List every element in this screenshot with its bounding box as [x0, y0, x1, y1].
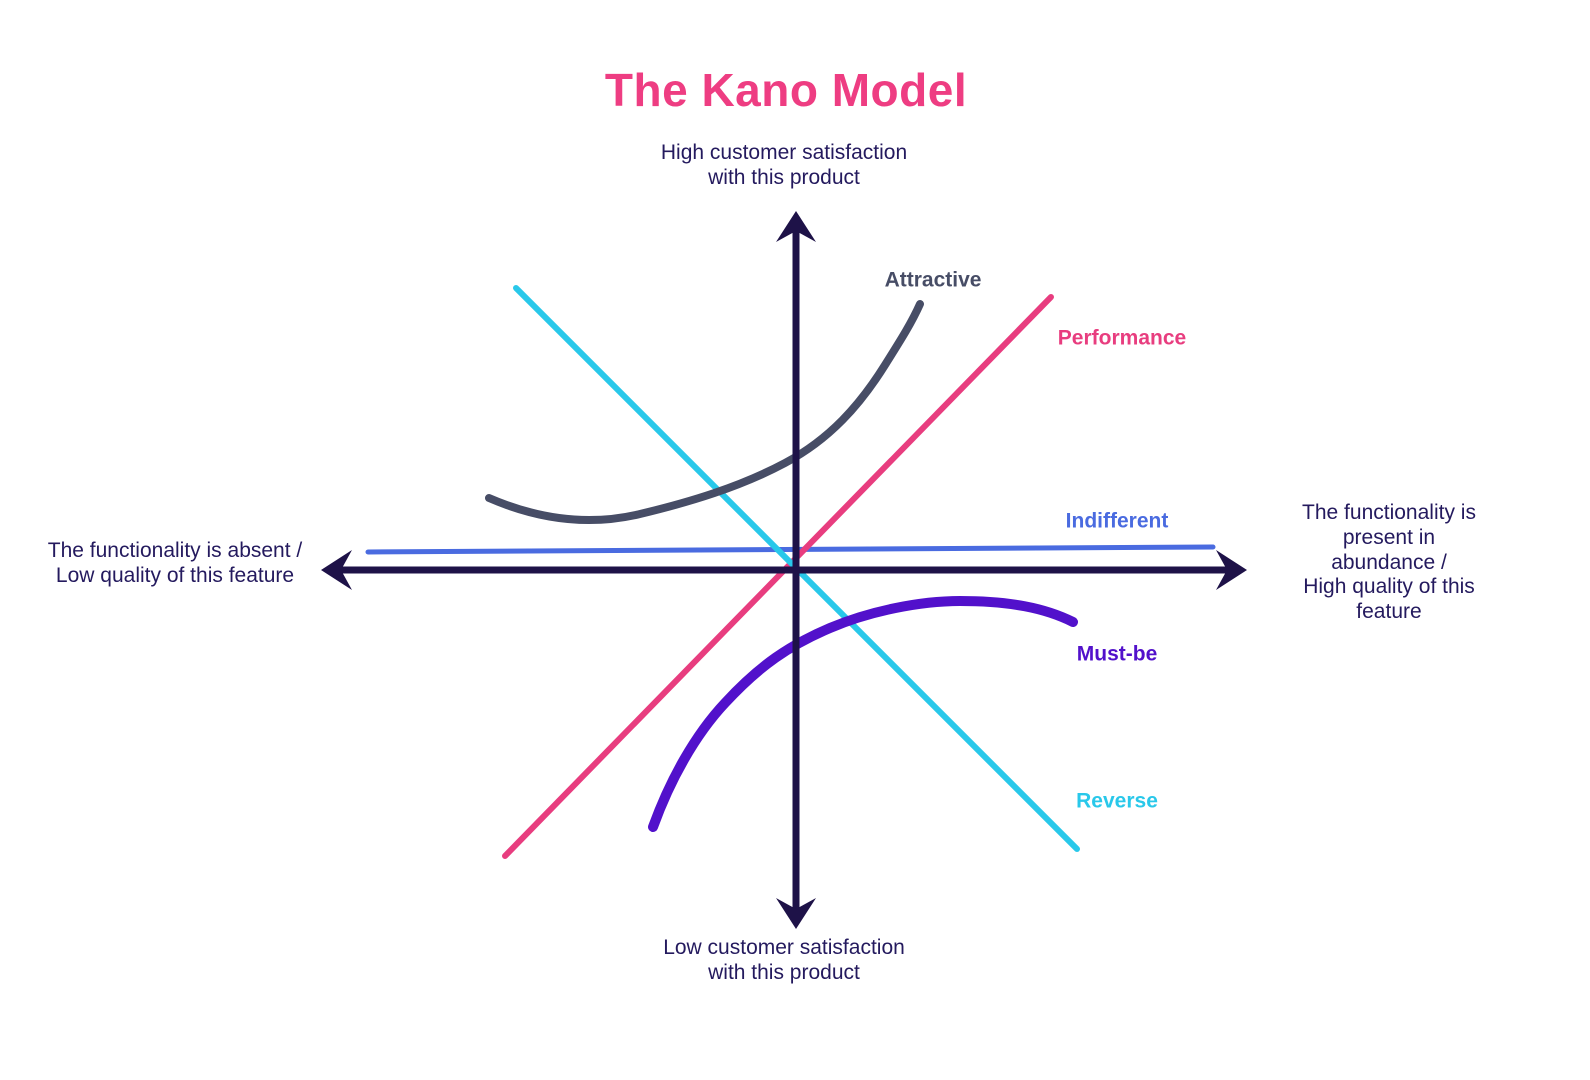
x-axis-right-label: The functionality is present in abundanc… [1302, 501, 1476, 624]
x-axis-arrow-right-icon [1216, 550, 1247, 590]
y-axis-top-label: High customer satisfaction with this pro… [660, 141, 908, 189]
y-axis-arrow-up-icon [776, 211, 816, 242]
y-axis-arrow-down-icon [776, 898, 816, 929]
attractive-curve-label: Attractive [884, 268, 982, 292]
must-be-curve [648, 595, 1078, 832]
performance-curve-label: Performance [1057, 326, 1187, 350]
performance-line [502, 294, 1054, 859]
attractive-curve [485, 300, 924, 525]
must-be-curve-label: Must-be [1076, 642, 1158, 666]
indifferent-line [365, 544, 1216, 555]
reverse-curve-label: Reverse [1076, 789, 1158, 813]
x-axis-left-label: The functionality is absent / Low qualit… [47, 539, 303, 587]
page-title: The Kano Model [604, 63, 968, 116]
x-axis-arrow-left-icon [321, 550, 352, 590]
y-axis-bottom-label: Low customer satisfaction with this prod… [663, 936, 905, 984]
indifferent-curve-label: Indifferent [1065, 509, 1169, 533]
